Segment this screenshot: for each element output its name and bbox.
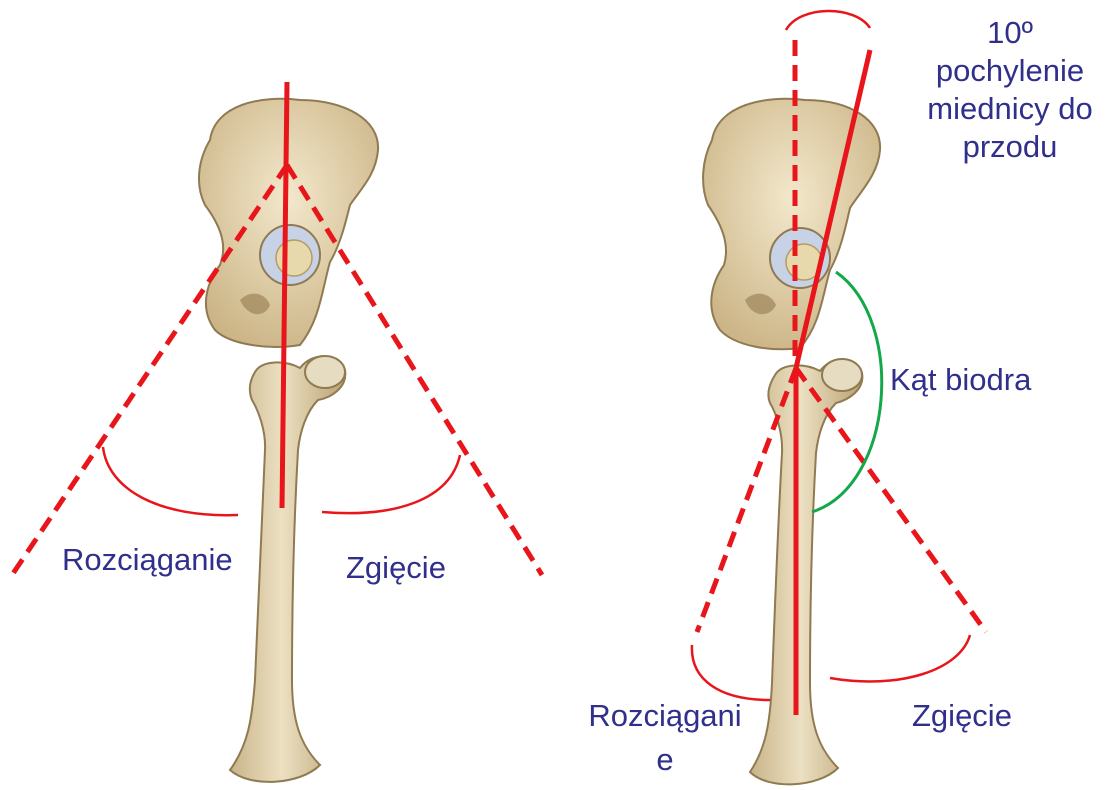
- extension-label-right-line: Rozciągani: [588, 694, 741, 738]
- pelvic-tilt-label-line: przodu: [927, 128, 1092, 166]
- tilt-arc-right: [786, 11, 870, 30]
- extension-label-left: Rozciąganie: [62, 542, 233, 578]
- pelvic-tilt-label-line: miednicy do: [927, 90, 1092, 128]
- femur-illustration-left: [230, 356, 345, 782]
- pelvic-tilt-label-line: pochylenie: [927, 52, 1092, 90]
- flexion-label-left: Zgięcie: [346, 550, 446, 586]
- pelvis-illustration-right: [703, 99, 880, 349]
- flexion-limit-line-right: [796, 368, 986, 632]
- flexion-arc-right: [830, 635, 970, 681]
- hip-angle-label: Kąt biodra: [890, 362, 1031, 398]
- extension-arc-right: [692, 645, 770, 700]
- flexion-arc-left: [322, 455, 460, 513]
- flexion-label-right: Zgięcie: [912, 698, 1012, 734]
- left-panel: [199, 99, 378, 782]
- extension-label-right: Rozciągani e: [588, 694, 741, 782]
- pelvic-tilt-label-line: 10º: [927, 14, 1092, 52]
- extension-arc-left: [103, 447, 238, 515]
- extension-label-right-line: e: [588, 738, 741, 782]
- pelvic-tilt-label: 10º pochylenie miednicy do przodu: [927, 14, 1092, 166]
- femur-illustration-right: [750, 359, 862, 784]
